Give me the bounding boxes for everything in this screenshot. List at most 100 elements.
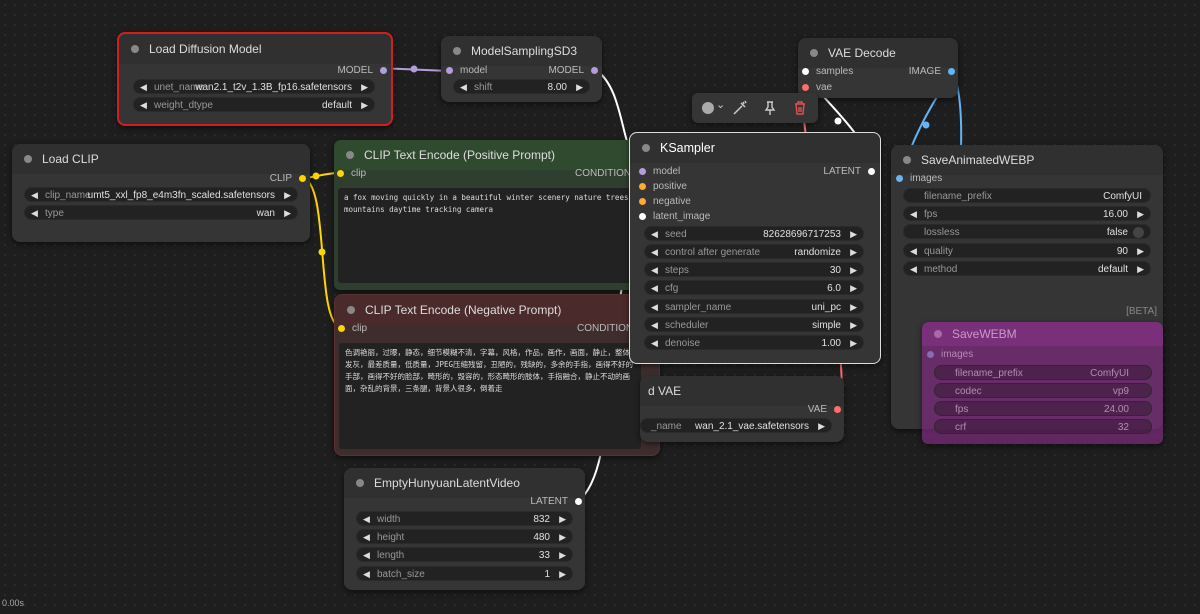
collapse-dot-icon[interactable] bbox=[24, 155, 32, 163]
trash-icon[interactable] bbox=[792, 100, 808, 116]
arrow-right-icon[interactable]: ▶ bbox=[559, 532, 566, 542]
node-title[interactable]: CLIP Text Encode (Negative Prompt) bbox=[335, 295, 659, 325]
socket-latent-icon[interactable] bbox=[868, 168, 875, 175]
widget-codec[interactable]: codec vp9 bbox=[934, 383, 1152, 398]
node-empty-hunyuan-latent-video[interactable]: EmptyHunyuanLatentVideo LATENT ◀ width 8… bbox=[344, 468, 585, 590]
arrow-right-icon[interactable]: ▶ bbox=[1137, 246, 1144, 256]
arrow-left-icon[interactable]: ◀ bbox=[910, 264, 917, 274]
arrow-right-icon[interactable]: ▶ bbox=[576, 82, 583, 92]
widget-method[interactable]: ◀ method default ▶ bbox=[903, 261, 1151, 276]
node-title[interactable]: SaveAnimatedWEBP bbox=[891, 145, 1163, 175]
arrow-left-icon[interactable]: ◀ bbox=[363, 569, 370, 579]
widget-crf[interactable]: crf 32 bbox=[934, 419, 1152, 434]
arrow-left-icon[interactable]: ◀ bbox=[140, 100, 147, 110]
arrow-left-icon[interactable]: ◀ bbox=[363, 532, 370, 542]
collapse-dot-icon[interactable] bbox=[903, 156, 911, 164]
socket-conditioning-icon[interactable] bbox=[639, 183, 646, 190]
socket-latent-icon[interactable] bbox=[575, 498, 582, 505]
input-positive[interactable]: positive bbox=[639, 180, 687, 194]
output-model[interactable]: MODEL bbox=[337, 64, 387, 78]
arrow-left-icon[interactable]: ◀ bbox=[651, 302, 658, 312]
arrow-left-icon[interactable]: ◀ bbox=[363, 550, 370, 560]
arrow-left-icon[interactable]: ◀ bbox=[460, 82, 467, 92]
arrow-left-icon[interactable]: ◀ bbox=[31, 190, 38, 200]
arrow-right-icon[interactable]: ▶ bbox=[850, 265, 857, 275]
arrow-left-icon[interactable]: ◀ bbox=[651, 338, 658, 348]
pin-icon[interactable] bbox=[762, 100, 778, 116]
arrow-right-icon[interactable]: ▶ bbox=[850, 247, 857, 257]
widget-scheduler[interactable]: ◀ scheduler simple ▶ bbox=[644, 317, 864, 332]
collapse-dot-icon[interactable] bbox=[346, 151, 354, 159]
widget-filename-prefix[interactable]: filename_prefix ComfyUI bbox=[934, 365, 1152, 380]
input-images[interactable]: images bbox=[927, 348, 973, 362]
input-latent-image[interactable]: latent_image bbox=[639, 210, 710, 224]
node-title[interactable]: CLIP Text Encode (Positive Prompt) bbox=[334, 140, 644, 170]
widget-cfg[interactable]: ◀ cfg 6.0 ▶ bbox=[644, 280, 864, 295]
arrow-right-icon[interactable]: ▶ bbox=[559, 550, 566, 560]
input-images[interactable]: images bbox=[896, 172, 942, 186]
arrow-right-icon[interactable]: ▶ bbox=[1137, 209, 1144, 219]
widget-height[interactable]: ◀ height 480 ▶ bbox=[356, 529, 573, 544]
node-title[interactable]: VAE Decode bbox=[798, 38, 958, 68]
node-title[interactable]: ModelSamplingSD3 bbox=[441, 36, 602, 66]
widget-type[interactable]: ◀ type wan ▶ bbox=[24, 205, 298, 220]
prompt-textarea[interactable]: a fox moving quickly in a beautiful wint… bbox=[338, 188, 640, 283]
node-load-vae[interactable]: d VAE VAE _name wan_2.1_vae.safetensors … bbox=[640, 376, 844, 442]
socket-model-icon[interactable] bbox=[446, 67, 453, 74]
input-model[interactable]: model bbox=[446, 64, 487, 78]
socket-image-icon[interactable] bbox=[927, 351, 934, 358]
socket-model-icon[interactable] bbox=[380, 67, 387, 74]
input-negative[interactable]: negative bbox=[639, 195, 691, 209]
node-model-sampling-sd3[interactable]: ModelSamplingSD3 model MODEL ◀ shift 8.0… bbox=[441, 36, 602, 102]
arrow-right-icon[interactable]: ▶ bbox=[850, 320, 857, 330]
node-vae-decode[interactable]: VAE Decode samples vae IMAGE bbox=[798, 38, 958, 98]
socket-latent-icon[interactable] bbox=[802, 68, 809, 75]
widget-control-after-generate[interactable]: ◀ control after generate randomize ▶ bbox=[644, 244, 864, 259]
wand-icon[interactable] bbox=[732, 100, 748, 116]
arrow-left-icon[interactable]: ◀ bbox=[651, 283, 658, 293]
node-title[interactable]: SaveWEBM bbox=[922, 322, 1163, 346]
widget-quality[interactable]: ◀ quality 90 ▶ bbox=[903, 243, 1151, 258]
socket-model-icon[interactable] bbox=[639, 168, 646, 175]
node-clip-text-encode-positive[interactable]: CLIP Text Encode (Positive Prompt) clip … bbox=[334, 140, 649, 290]
arrow-right-icon[interactable]: ▶ bbox=[850, 338, 857, 348]
input-model[interactable]: model bbox=[639, 165, 680, 179]
socket-conditioning-icon[interactable] bbox=[639, 198, 646, 205]
input-samples[interactable]: samples bbox=[802, 65, 853, 79]
arrow-right-icon[interactable]: ▶ bbox=[1137, 264, 1144, 274]
arrow-right-icon[interactable]: ▶ bbox=[559, 569, 566, 579]
arrow-left-icon[interactable]: ◀ bbox=[651, 229, 658, 239]
arrow-left-icon[interactable]: ◀ bbox=[651, 320, 658, 330]
node-title[interactable]: Load Diffusion Model bbox=[119, 34, 391, 64]
node-title[interactable]: EmptyHunyuanLatentVideo bbox=[344, 468, 585, 498]
output-vae[interactable]: VAE bbox=[808, 403, 841, 417]
widget-filename-prefix[interactable]: filename_prefix ComfyUI bbox=[903, 188, 1151, 203]
arrow-left-icon[interactable]: ◀ bbox=[651, 247, 658, 257]
widget-seed[interactable]: ◀ seed 82628696717253 ▶ bbox=[644, 226, 864, 241]
prompt-textarea[interactable]: 色调艳丽，过曝，静态，细节模糊不清，字幕，风格，作品，画作，画面，静止，整体发灰… bbox=[339, 343, 641, 449]
socket-latent-icon[interactable] bbox=[639, 213, 646, 220]
arrow-right-icon[interactable]: ▶ bbox=[850, 229, 857, 239]
arrow-left-icon[interactable]: ◀ bbox=[140, 82, 147, 92]
arrow-left-icon[interactable]: ◀ bbox=[363, 514, 370, 524]
widget-unet-name[interactable]: ◀ unet_name wan2.1_t2v_1.3B_fp16.safeten… bbox=[133, 79, 375, 94]
widget-weight-dtype[interactable]: ◀ weight_dtype default ▶ bbox=[133, 97, 375, 112]
node-ksampler[interactable]: KSampler model positive negative latent_… bbox=[629, 132, 881, 364]
collapse-dot-icon[interactable] bbox=[934, 330, 942, 338]
widget-clip-name[interactable]: ◀ clip_name umt5_xxl_fp8_e4m3fn_scaled.s… bbox=[24, 187, 298, 202]
widget-steps[interactable]: ◀ steps 30 ▶ bbox=[644, 262, 864, 277]
widget-width[interactable]: ◀ width 832 ▶ bbox=[356, 511, 573, 526]
collapse-dot-icon[interactable] bbox=[810, 49, 818, 57]
widget-shift[interactable]: ◀ shift 8.00 ▶ bbox=[453, 79, 590, 94]
arrow-left-icon[interactable]: ◀ bbox=[651, 265, 658, 275]
arrow-right-icon[interactable]: ▶ bbox=[818, 421, 825, 431]
collapse-dot-icon[interactable] bbox=[356, 479, 364, 487]
arrow-right-icon[interactable]: ▶ bbox=[559, 514, 566, 524]
node-clip-text-encode-negative[interactable]: CLIP Text Encode (Negative Prompt) clip … bbox=[334, 294, 660, 456]
output-latent[interactable]: LATENT bbox=[823, 165, 875, 179]
node-save-webm[interactable]: SaveWEBM images filename_prefix ComfyUI … bbox=[922, 322, 1163, 444]
arrow-right-icon[interactable]: ▶ bbox=[361, 100, 368, 110]
widget-lossless[interactable]: lossless false bbox=[903, 224, 1151, 239]
socket-clip-icon[interactable] bbox=[299, 175, 306, 182]
color-circle-icon[interactable] bbox=[702, 102, 714, 114]
